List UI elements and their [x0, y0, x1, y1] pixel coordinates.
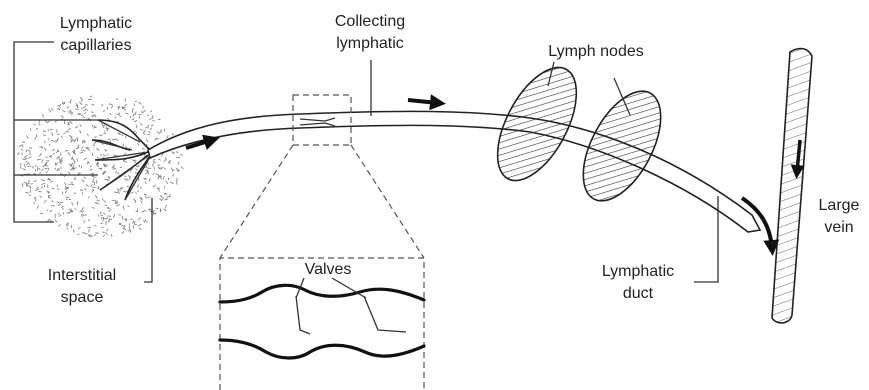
label-lymph-nodes: Lymph nodes — [548, 43, 643, 60]
label-collecting-lymphatic-2: lymphatic — [336, 35, 404, 52]
magnify-funnel-left — [220, 145, 293, 258]
interstitial-tissue — [18, 96, 184, 237]
label-collecting-lymphatic-1: Collecting — [335, 13, 405, 30]
label-interstitial-space-1: Interstitial — [48, 267, 116, 284]
label-lymphatic-capillaries-1: Lymphatic — [60, 15, 132, 32]
label-lymphatic-duct-1: Lymphatic — [602, 263, 674, 280]
collecting-lymphatic-vessel — [148, 111, 760, 232]
label-interstitial-space-2: space — [61, 289, 104, 306]
label-lymphatic-duct-2: duct — [623, 285, 654, 302]
magnified-vessel — [220, 278, 424, 358]
magnify-funnel-right — [351, 145, 424, 258]
label-lymphatic-capillaries-2: capillaries — [60, 37, 131, 54]
capillaries-bracket — [14, 42, 54, 222]
label-large-vein-1: Large — [819, 197, 860, 214]
valve-left — [296, 296, 310, 334]
large-vein — [772, 49, 812, 323]
valve-right — [364, 296, 406, 332]
label-valves: Valves — [305, 261, 352, 278]
label-large-vein-2: vein — [824, 219, 853, 236]
flow-arrow-icon — [408, 100, 438, 103]
